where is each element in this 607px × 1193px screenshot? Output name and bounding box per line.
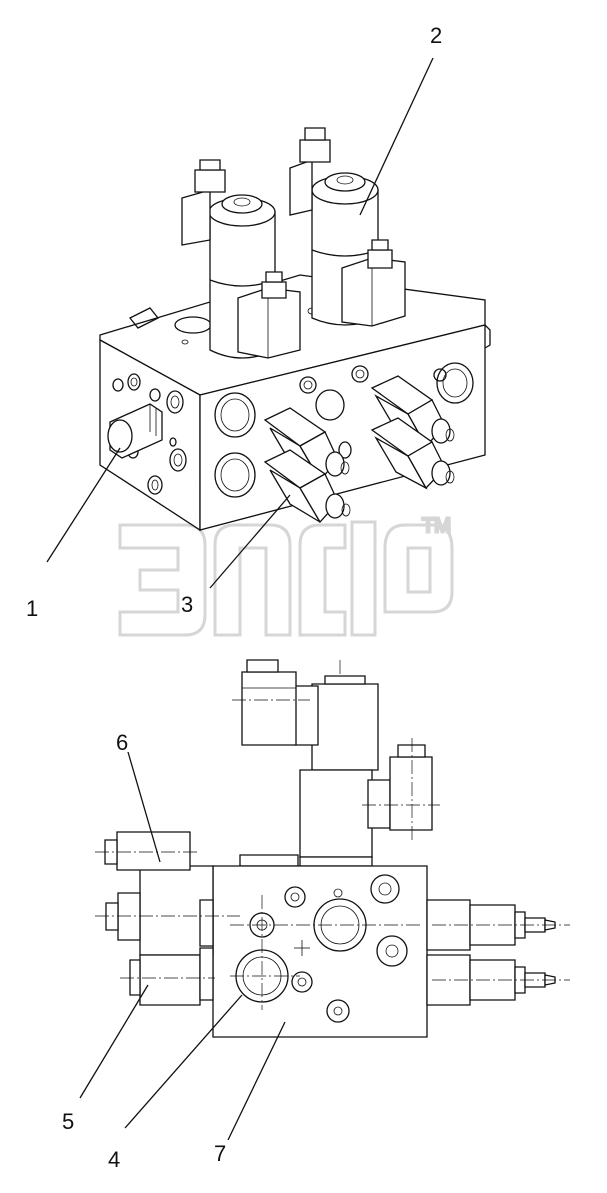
callout-5: 5	[62, 1109, 74, 1134]
front-face-ports	[214, 362, 474, 498]
block-front-face	[199, 324, 486, 531]
isometric-view	[46, 57, 491, 589]
left-face-ports	[107, 373, 187, 495]
callout-1: 1	[26, 596, 38, 621]
leader-line-5	[79, 984, 149, 1099]
leader-line-3	[209, 494, 291, 589]
side-solenoid-upper	[311, 683, 379, 771]
watermark-trademark: TM	[422, 515, 451, 537]
solenoid-valve-rear	[289, 127, 406, 327]
side-view	[79, 659, 570, 1141]
solenoid-valve-front	[181, 159, 301, 359]
callout-2: 2	[430, 23, 442, 48]
side-main-block	[212, 865, 428, 1038]
leader-line-6	[127, 751, 161, 863]
leader-line-7	[227, 1021, 286, 1141]
cartridge-valves-front	[263, 375, 455, 524]
side-cartridges-right	[426, 899, 570, 1006]
side-block-ports	[230, 874, 420, 1023]
side-connector-top	[241, 671, 297, 746]
leader-line-4	[124, 994, 243, 1129]
side-solenoid-left	[95, 831, 240, 1006]
leader-line-2	[359, 57, 434, 216]
callout-6: 6	[116, 730, 128, 755]
watermark-logo: TM	[118, 514, 454, 637]
callout-3: 3	[181, 592, 193, 617]
leader-line-1	[46, 447, 121, 563]
callout-4: 4	[108, 1147, 120, 1172]
side-connector-right	[389, 756, 433, 831]
side-solenoid-lower	[299, 769, 373, 858]
callout-7: 7	[214, 1141, 226, 1166]
